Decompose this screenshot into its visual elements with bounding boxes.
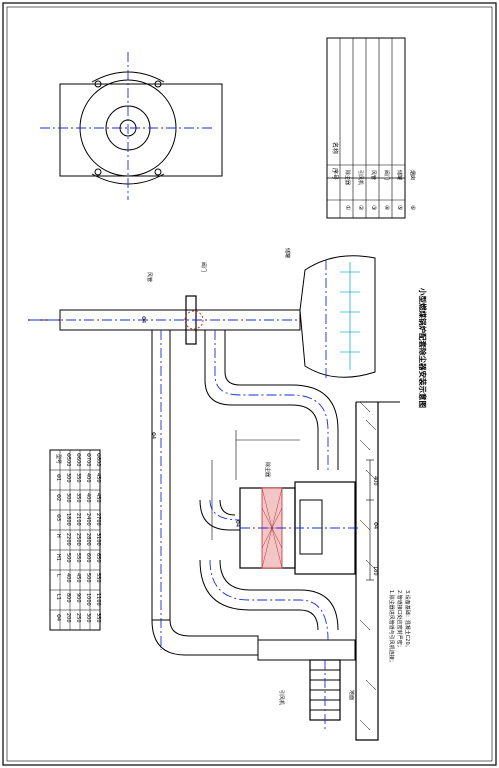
spec-header: L <box>55 574 61 577</box>
spec-cell: 450 <box>95 473 101 483</box>
spec-cell: 300 <box>65 473 71 483</box>
label-dim-b: 180 <box>372 566 378 576</box>
note-line: 2.管道接口处应密封严密； <box>396 590 403 650</box>
spec-cell: Φ600 <box>75 453 81 466</box>
spec-cell: 2700 <box>95 513 101 526</box>
spec-header: Φ4 <box>55 614 61 621</box>
label-dia2: Φ4 <box>234 520 240 527</box>
spec-cell: 900 <box>75 593 81 603</box>
parts-item-name: 风管 <box>370 170 377 180</box>
spec-cell: Φ800 <box>95 453 101 466</box>
label-dia1: Φ4 <box>140 316 146 323</box>
spec-cell: 300 <box>85 613 91 623</box>
parts-item-name: 除尘器 <box>344 170 351 185</box>
spec-cell: 300 <box>65 493 71 503</box>
label-tank: 储罐 <box>284 248 291 258</box>
spec-header: H1 <box>55 554 61 561</box>
label-dia3: Φ4 <box>150 432 156 439</box>
spec-cell: 350 <box>75 493 81 503</box>
spec-cell: 450 <box>75 573 81 583</box>
spec-cell: 400 <box>85 473 91 483</box>
parts-item-name: 阀门 <box>383 170 390 180</box>
spec-cell: 500 <box>85 573 91 583</box>
spec-cell: 2500 <box>75 533 81 546</box>
spec-cell: 650 <box>95 553 101 563</box>
spec-cell: 1100 <box>95 593 101 606</box>
spec-header: Φ2 <box>55 494 61 501</box>
spec-cell: 600 <box>85 553 91 563</box>
spec-cell: 1800 <box>65 513 71 526</box>
label-valve: 阀门 <box>200 262 207 272</box>
spec-cell: 350 <box>95 613 101 623</box>
label-dim-height: Φ4 <box>372 522 378 529</box>
spec-cell: 2200 <box>65 533 71 546</box>
inner-frame <box>6 6 493 762</box>
parts-item-no: ⑥ <box>409 205 416 210</box>
parts-item-no: ① <box>344 205 351 210</box>
center-lines <box>30 260 360 730</box>
parts-item-name: 引风机 <box>357 170 364 185</box>
parts-header-name: 名称 <box>331 142 339 154</box>
spec-cell: 400 <box>85 493 91 503</box>
label-fan: 引风机 <box>278 690 285 705</box>
tank-markers <box>340 262 360 370</box>
spec-table-frame <box>49 449 101 631</box>
dimensions <box>211 430 374 581</box>
spec-cell: 550 <box>75 553 81 563</box>
drawing-title: 小型燃煤锅炉配套除尘器安装示意图 <box>418 288 428 408</box>
spec-cell: 800 <box>65 593 71 603</box>
spec-cell: 500 <box>65 553 71 563</box>
parts-table: 名称 序号 ① 除尘器 ② 引风机 ③ 风管 ④ 阀门 ⑤ 储罐 ⑥ 烟囱 <box>326 37 416 219</box>
spec-cell: 2400 <box>85 513 91 526</box>
parts-item-name: 储罐 <box>396 170 403 180</box>
pipe-system <box>28 255 400 741</box>
top-view <box>40 52 223 200</box>
parts-header-no: 序号 <box>331 168 339 180</box>
spec-cell: 550 <box>95 573 101 583</box>
parts-item-no: ② <box>357 205 364 211</box>
spec-header: H <box>55 534 61 538</box>
label-inlet-pipe: 风管 <box>146 272 153 282</box>
notes-block: 1.除尘器进风管道与引风机连接；2.管道接口处应密封严密；3.设备基础：混凝土C… <box>388 590 411 665</box>
spec-cell: 400 <box>65 573 71 583</box>
parts-item-no: ③ <box>370 205 377 210</box>
parts-item-no: ⑤ <box>396 205 403 210</box>
spec-cell: 3100 <box>95 533 101 546</box>
label-collector: 除尘器 <box>264 462 271 477</box>
spec-header: Φ1 <box>55 474 61 481</box>
note-line: 1.除尘器进风管道与引风机连接； <box>388 590 395 665</box>
spec-cell: Φ700 <box>85 453 91 466</box>
spec-cell: 2100 <box>75 513 81 526</box>
label-ground: 地面 <box>348 690 355 700</box>
spec-cell: 2800 <box>85 533 91 546</box>
spec-cell: 200 <box>65 613 71 623</box>
spec-cell: Φ500 <box>65 453 71 466</box>
spec-header: 型号 <box>55 454 62 464</box>
parts-item-no: ④ <box>383 205 390 210</box>
note-line: 3.设备基础：混凝土C20。 <box>404 590 411 650</box>
spec-cell: 350 <box>75 473 81 483</box>
spec-cell: 250 <box>75 613 81 623</box>
spec-cell: 450 <box>95 493 101 503</box>
parts-item-name: 烟囱 <box>409 170 416 180</box>
label-dim-a: 400 <box>372 476 378 486</box>
spec-header: Φ3 <box>55 514 61 521</box>
spec-cell: 1000 <box>85 593 91 606</box>
spec-header: L1 <box>55 594 61 600</box>
